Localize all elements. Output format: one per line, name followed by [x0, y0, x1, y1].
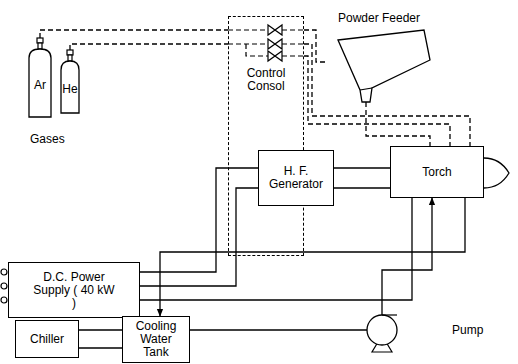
gas-cylinder: Ar [28, 38, 52, 118]
connector-line [334, 167, 390, 168]
connector-line [79, 347, 122, 348]
cylinder-body [29, 49, 51, 117]
node-label: He [62, 83, 77, 96]
connector-line [79, 329, 122, 330]
valve-symbol [268, 51, 282, 61]
valves [268, 25, 282, 61]
node-label: H. F. Generator [262, 165, 330, 191]
node-label: Powder Feeder [338, 12, 420, 25]
node-label: Ar [34, 79, 46, 92]
node-label: Chiller [30, 333, 64, 346]
node-label: Pump [452, 324, 483, 337]
torch-box: Torch [390, 146, 484, 198]
pump-outlet [382, 314, 397, 315]
gas-cylinder: He [60, 50, 80, 114]
connector-line [140, 188, 258, 286]
node-label: Torch [422, 166, 451, 179]
node-label: Cooling Water Tank [126, 320, 186, 359]
control-console: Control Consol [228, 16, 304, 256]
connector-line [190, 329, 367, 330]
gas-line [246, 44, 304, 56]
dc-terminals [1, 269, 7, 303]
cylinder-valve [67, 50, 73, 55]
terminal [1, 269, 7, 275]
plasma-flame [484, 158, 509, 188]
valve-symbol [268, 25, 282, 35]
chiller-box: Chiller [15, 320, 79, 358]
connector-line [140, 168, 258, 272]
hopper-body [338, 30, 430, 102]
connector-line [160, 198, 465, 316]
node-label: D.C. Power Supply ( 40 kW ) [32, 271, 116, 310]
pump-symbol: Pump [366, 312, 496, 354]
valve-symbol [268, 39, 282, 49]
pump-casing [367, 315, 397, 345]
gas-line [304, 30, 326, 62]
hopper-nozzle [360, 88, 372, 90]
power-supply-box: D.C. Power Supply ( 40 kW ) [8, 262, 140, 318]
connector-line [334, 187, 390, 188]
gas-line [70, 44, 228, 50]
terminal [1, 283, 7, 289]
terminal [1, 297, 7, 303]
cylinder-body [61, 61, 79, 113]
gas-line [40, 30, 228, 38]
tank-box: Cooling Water Tank [122, 316, 190, 363]
node-label: Control Consol [238, 67, 294, 93]
gas-line [228, 29, 304, 30]
gas-line [228, 43, 304, 44]
powder-feeder: Powder Feeder [326, 10, 436, 102]
cylinder-neck [38, 43, 42, 49]
console-gas-lines [228, 30, 304, 56]
connector-line [382, 198, 432, 315]
connector-line [140, 198, 412, 300]
group-label: Gases [30, 132, 65, 146]
cylinder-valve [37, 38, 43, 43]
gas-line [366, 102, 430, 146]
generator-box: H. F. Generator [258, 150, 334, 206]
cylinder-neck [68, 55, 72, 61]
